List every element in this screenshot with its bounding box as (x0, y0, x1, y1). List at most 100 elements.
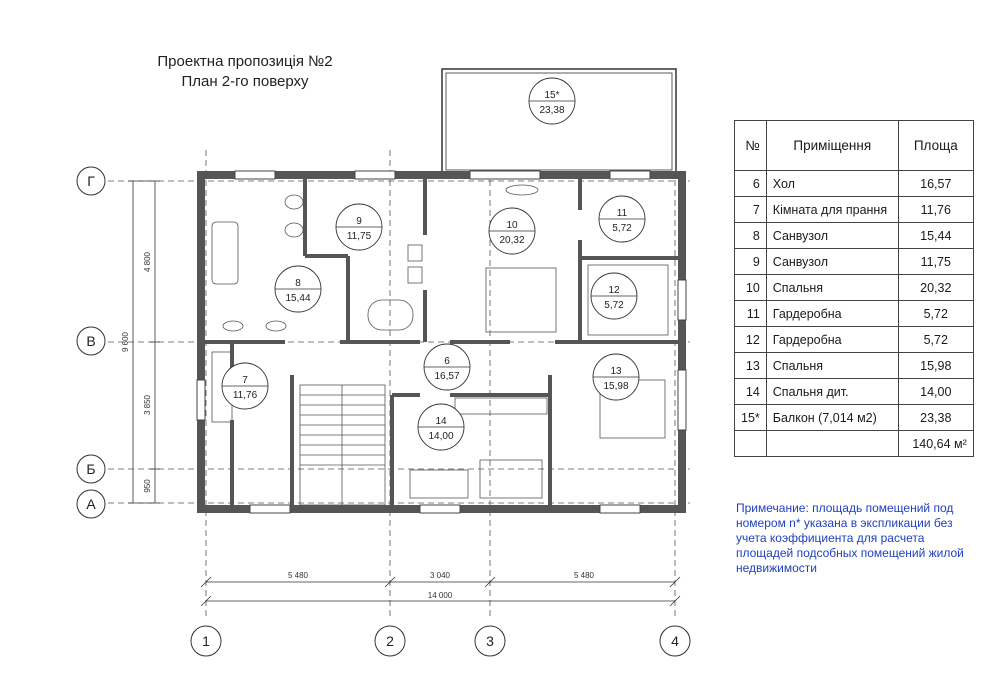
table-cell-room: Хол (765, 170, 899, 197)
table-row: 7 Кімната для прання 11,76 (734, 196, 974, 223)
room-13-area: 15,98 (603, 381, 628, 392)
wardrobe-icon (454, 397, 548, 415)
bed-icon (479, 459, 543, 499)
axis-label-1: 1 (202, 633, 210, 649)
desk-icon (409, 469, 469, 499)
axis-marker-v (76, 326, 106, 356)
toilet-icon (284, 222, 304, 238)
room-11-area: 5,72 (612, 223, 632, 234)
footnote: Примечание: площадь помещений под номеро… (736, 501, 964, 575)
axis-marker-g (76, 166, 106, 196)
axis-markers (76, 166, 691, 657)
table-row: 12 Гардеробна 5,72 (734, 326, 974, 353)
axis-marker-2 (374, 625, 406, 657)
bathtub-icon (211, 221, 239, 285)
table-cell-area: 20,32 (897, 274, 974, 301)
table-header-number: № (734, 120, 767, 171)
table-cell-room: Балкон (7,014 м2) (765, 404, 899, 431)
axis-marker-a (76, 489, 106, 519)
dim-v1: 4 800 (143, 251, 152, 272)
table-header-room: Приміщення (765, 120, 899, 171)
table-total-area: 140,64 м² (897, 430, 974, 457)
axis-label-v: В (86, 333, 95, 349)
table-row: 13 Спальня 15,98 (734, 352, 974, 379)
room-10-area: 20,32 (499, 235, 524, 246)
table-cell-area: 15,44 (897, 222, 974, 249)
room-8-number: 8 (295, 278, 301, 289)
table-cell-number: 13 (734, 352, 767, 379)
dim-vtotal: 9 600 (121, 331, 130, 352)
room-12-number: 12 (608, 285, 620, 296)
room-9-number: 9 (356, 216, 362, 227)
room-15-number: 15* (544, 90, 559, 101)
table-cell-number: 11 (734, 300, 767, 327)
table-cell-number: 10 (734, 274, 767, 301)
axis-label-g: Г (87, 173, 95, 189)
table-cell-area: 11,76 (897, 196, 974, 223)
room-13-number: 13 (610, 366, 622, 377)
axis-marker-3 (474, 625, 506, 657)
axis-label-3: 3 (486, 633, 494, 649)
room-7-number: 7 (242, 375, 248, 386)
table-cell-area: 14,00 (897, 378, 974, 405)
table-cell-area: 15,98 (897, 352, 974, 379)
room-14-number: 14 (435, 416, 447, 427)
table-total-row: 140,64 м² (734, 430, 974, 457)
table-cell-number: 6 (734, 170, 767, 197)
room-10-number: 10 (506, 220, 518, 231)
table-cell-number: 14 (734, 378, 767, 405)
interior-walls (201, 175, 682, 509)
table-row: 10 Спальня 20,32 (734, 274, 974, 301)
table-header-row: № Приміщення Площа (734, 120, 974, 171)
sink-icon (222, 320, 244, 332)
axis-label-4: 4 (671, 633, 679, 649)
table-cell-area: 23,38 (897, 404, 974, 431)
table-row: 14 Спальня дит. 14,00 (734, 378, 974, 405)
room-12-area: 5,72 (604, 300, 624, 311)
table-cell-number: 8 (734, 222, 767, 249)
table-row: 8 Санвузол 15,44 (734, 222, 974, 249)
table-row: 15* Балкон (7,014 м2) 23,38 (734, 404, 974, 431)
dim-h1: 5 480 (288, 571, 309, 580)
axis-label-a: А (86, 496, 96, 512)
vertical-dimensions (128, 180, 160, 504)
room-7-area: 11,76 (233, 390, 258, 401)
dim-h2: 3 040 (430, 571, 451, 580)
dim-v2: 3 850 (143, 394, 152, 415)
table-cell-number: 9 (734, 248, 767, 275)
table-cell-room: Гардеробна (765, 326, 899, 353)
room-schedule-table: № Приміщення Площа 6 Хол 16,57 7 Кімната… (734, 120, 974, 457)
table-cell-number: 12 (734, 326, 767, 353)
dim-total: 14 000 (428, 591, 453, 600)
table-row: 9 Санвузол 11,75 (734, 248, 974, 275)
plan-title: Проектна пропозиція №2 План 2-го поверху (120, 52, 370, 92)
title-line-1: Проектна пропозиція №2 (157, 53, 333, 70)
horizontal-dimensions (200, 576, 681, 607)
axis-marker-b (76, 454, 106, 484)
dim-h3: 5 480 (574, 571, 595, 580)
room-6-number: 6 (444, 356, 450, 367)
table-cell-number: 15* (734, 404, 767, 431)
double-bed-icon (485, 267, 557, 333)
table-cell-room: Санвузол (765, 248, 899, 275)
axis-marker-4 (659, 625, 691, 657)
room-6-area: 16,57 (434, 371, 459, 382)
table-row: 6 Хол 16,57 (734, 170, 974, 197)
table-cell-room: Спальня (765, 352, 899, 379)
wardrobe-icon (587, 264, 669, 336)
bathtub-oval-icon (367, 299, 414, 331)
table-header-area: Площа (897, 120, 974, 171)
table-cell-area: 5,72 (897, 326, 974, 353)
room-8-area: 15,44 (285, 293, 310, 304)
table-cell-room: Гардеробна (765, 300, 899, 327)
axis-label-b: Б (86, 461, 95, 477)
table-cell-number: 7 (734, 196, 767, 223)
table-cell-room: Спальня (765, 274, 899, 301)
table-cell-area: 5,72 (897, 300, 974, 327)
axis-marker-1 (190, 625, 222, 657)
table-cell-area: 16,57 (897, 170, 974, 197)
title-line-2: План 2-го поверху (181, 73, 309, 90)
table-cell-room: Кімната для прання (765, 196, 899, 223)
axis-label-2: 2 (386, 633, 394, 649)
